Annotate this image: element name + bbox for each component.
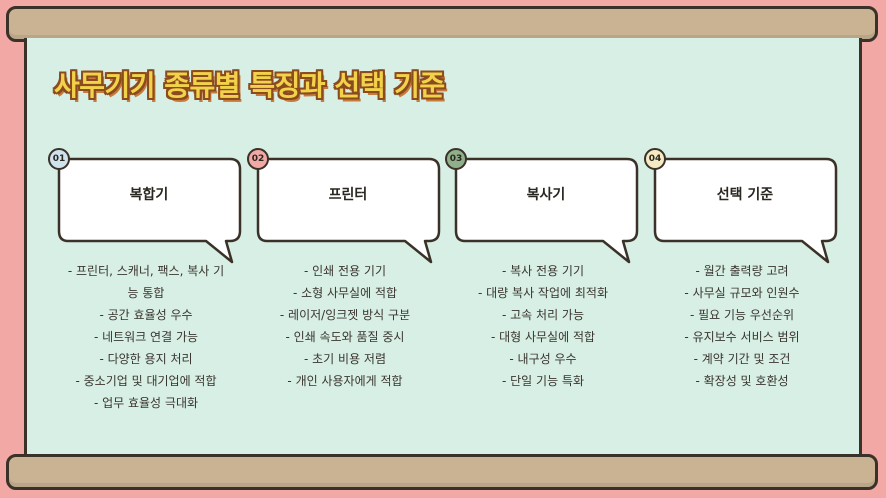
list-item: - 초기 비용 저렴 (303, 352, 386, 366)
number-badge: 02 (247, 148, 269, 170)
scroll-rod-top (6, 6, 878, 42)
number-badge: 04 (644, 148, 666, 170)
list-item: - 대형 사무실에 적합 (490, 330, 596, 344)
list-item: - 중소기업 및 대기업에 적합 (75, 374, 217, 388)
list-item: - 소형 사무실에 적합 (292, 286, 398, 300)
number-badge: 03 (445, 148, 467, 170)
speech-bubble: 선택 기준 (653, 157, 838, 264)
list-item: - 네트워크 연결 가능 (93, 330, 199, 344)
list-item: - 확장성 및 호환성 (695, 374, 789, 388)
list-item: - 인쇄 전용 기기 (303, 264, 386, 278)
card-printer: 02 프린터 - 인쇄 전용 기기 - 소형 사무실에 적합 - 레이저/잉크젯… (245, 148, 445, 418)
list-item: - 내구성 우수 (509, 352, 577, 366)
feature-list: - 프린터, 스캐너, 팩스, 복사 기능 통합 - 공간 효율성 우수 - 네… (50, 260, 242, 414)
card-heading: 복합기 (129, 187, 169, 203)
list-item: - 프린터, 스캐너, 팩스, 복사 기능 통합 (67, 264, 225, 300)
speech-bubble-shape (653, 157, 838, 264)
feature-list: - 인쇄 전용 기기 - 소형 사무실에 적합 - 레이저/잉크젯 방식 구분 … (249, 260, 441, 392)
feature-list: - 복사 전용 기기 - 대량 복사 작업에 최적화 - 고속 처리 가능 - … (447, 260, 639, 392)
speech-bubble: 프린터 (256, 157, 441, 264)
list-item: - 대량 복사 작업에 최적화 (478, 286, 608, 300)
card-multifunction: 01 복합기 - 프린터, 스캐너, 팩스, 복사 기능 통합 - 공간 효율성… (46, 148, 246, 418)
list-item: - 월간 출력량 고려 (695, 264, 789, 278)
speech-bubble-shape (256, 157, 441, 264)
card-heading: 선택 기준 (716, 187, 774, 203)
card-copier: 03 복사기 - 복사 전용 기기 - 대량 복사 작업에 최적화 - 고속 처… (443, 148, 643, 418)
card-heading: 프린터 (328, 187, 368, 203)
list-item: - 다양한 용지 처리 (99, 352, 193, 366)
list-item: - 인쇄 속도와 품질 중시 (285, 330, 405, 344)
speech-bubble-shape (57, 157, 242, 264)
speech-bubble-shape (454, 157, 639, 264)
speech-bubble: 복합기 (57, 157, 242, 264)
content-panel (24, 38, 862, 458)
list-item: - 업무 효율성 극대화 (93, 396, 199, 410)
list-item: - 공간 효율성 우수 (99, 308, 193, 322)
card-heading: 복사기 (526, 187, 566, 203)
list-item: - 사무실 규모와 인원수 (684, 286, 800, 300)
page-title: 사무기기 종류별 특징과 선택 기준 (54, 69, 445, 102)
scroll-rod-bottom (6, 454, 878, 490)
number-badge: 01 (48, 148, 70, 170)
list-item: - 개인 사용자에게 적합 (287, 374, 403, 388)
speech-bubble: 복사기 (454, 157, 639, 264)
list-item: - 유지보수 서비스 범위 (684, 330, 800, 344)
list-item: - 복사 전용 기기 (501, 264, 584, 278)
card-selection-criteria: 04 선택 기준 - 월간 출력량 고려 - 사무실 규모와 인원수 - 필요 … (642, 148, 842, 418)
list-item: - 고속 처리 가능 (501, 308, 584, 322)
list-item: - 단일 기능 특화 (501, 374, 584, 388)
list-item: - 계약 기간 및 조건 (693, 352, 791, 366)
feature-list: - 월간 출력량 고려 - 사무실 규모와 인원수 - 필요 기능 우선순위 -… (646, 260, 838, 392)
list-item: - 레이저/잉크젯 방식 구분 (279, 308, 411, 322)
list-item: - 필요 기능 우선순위 (689, 308, 795, 322)
